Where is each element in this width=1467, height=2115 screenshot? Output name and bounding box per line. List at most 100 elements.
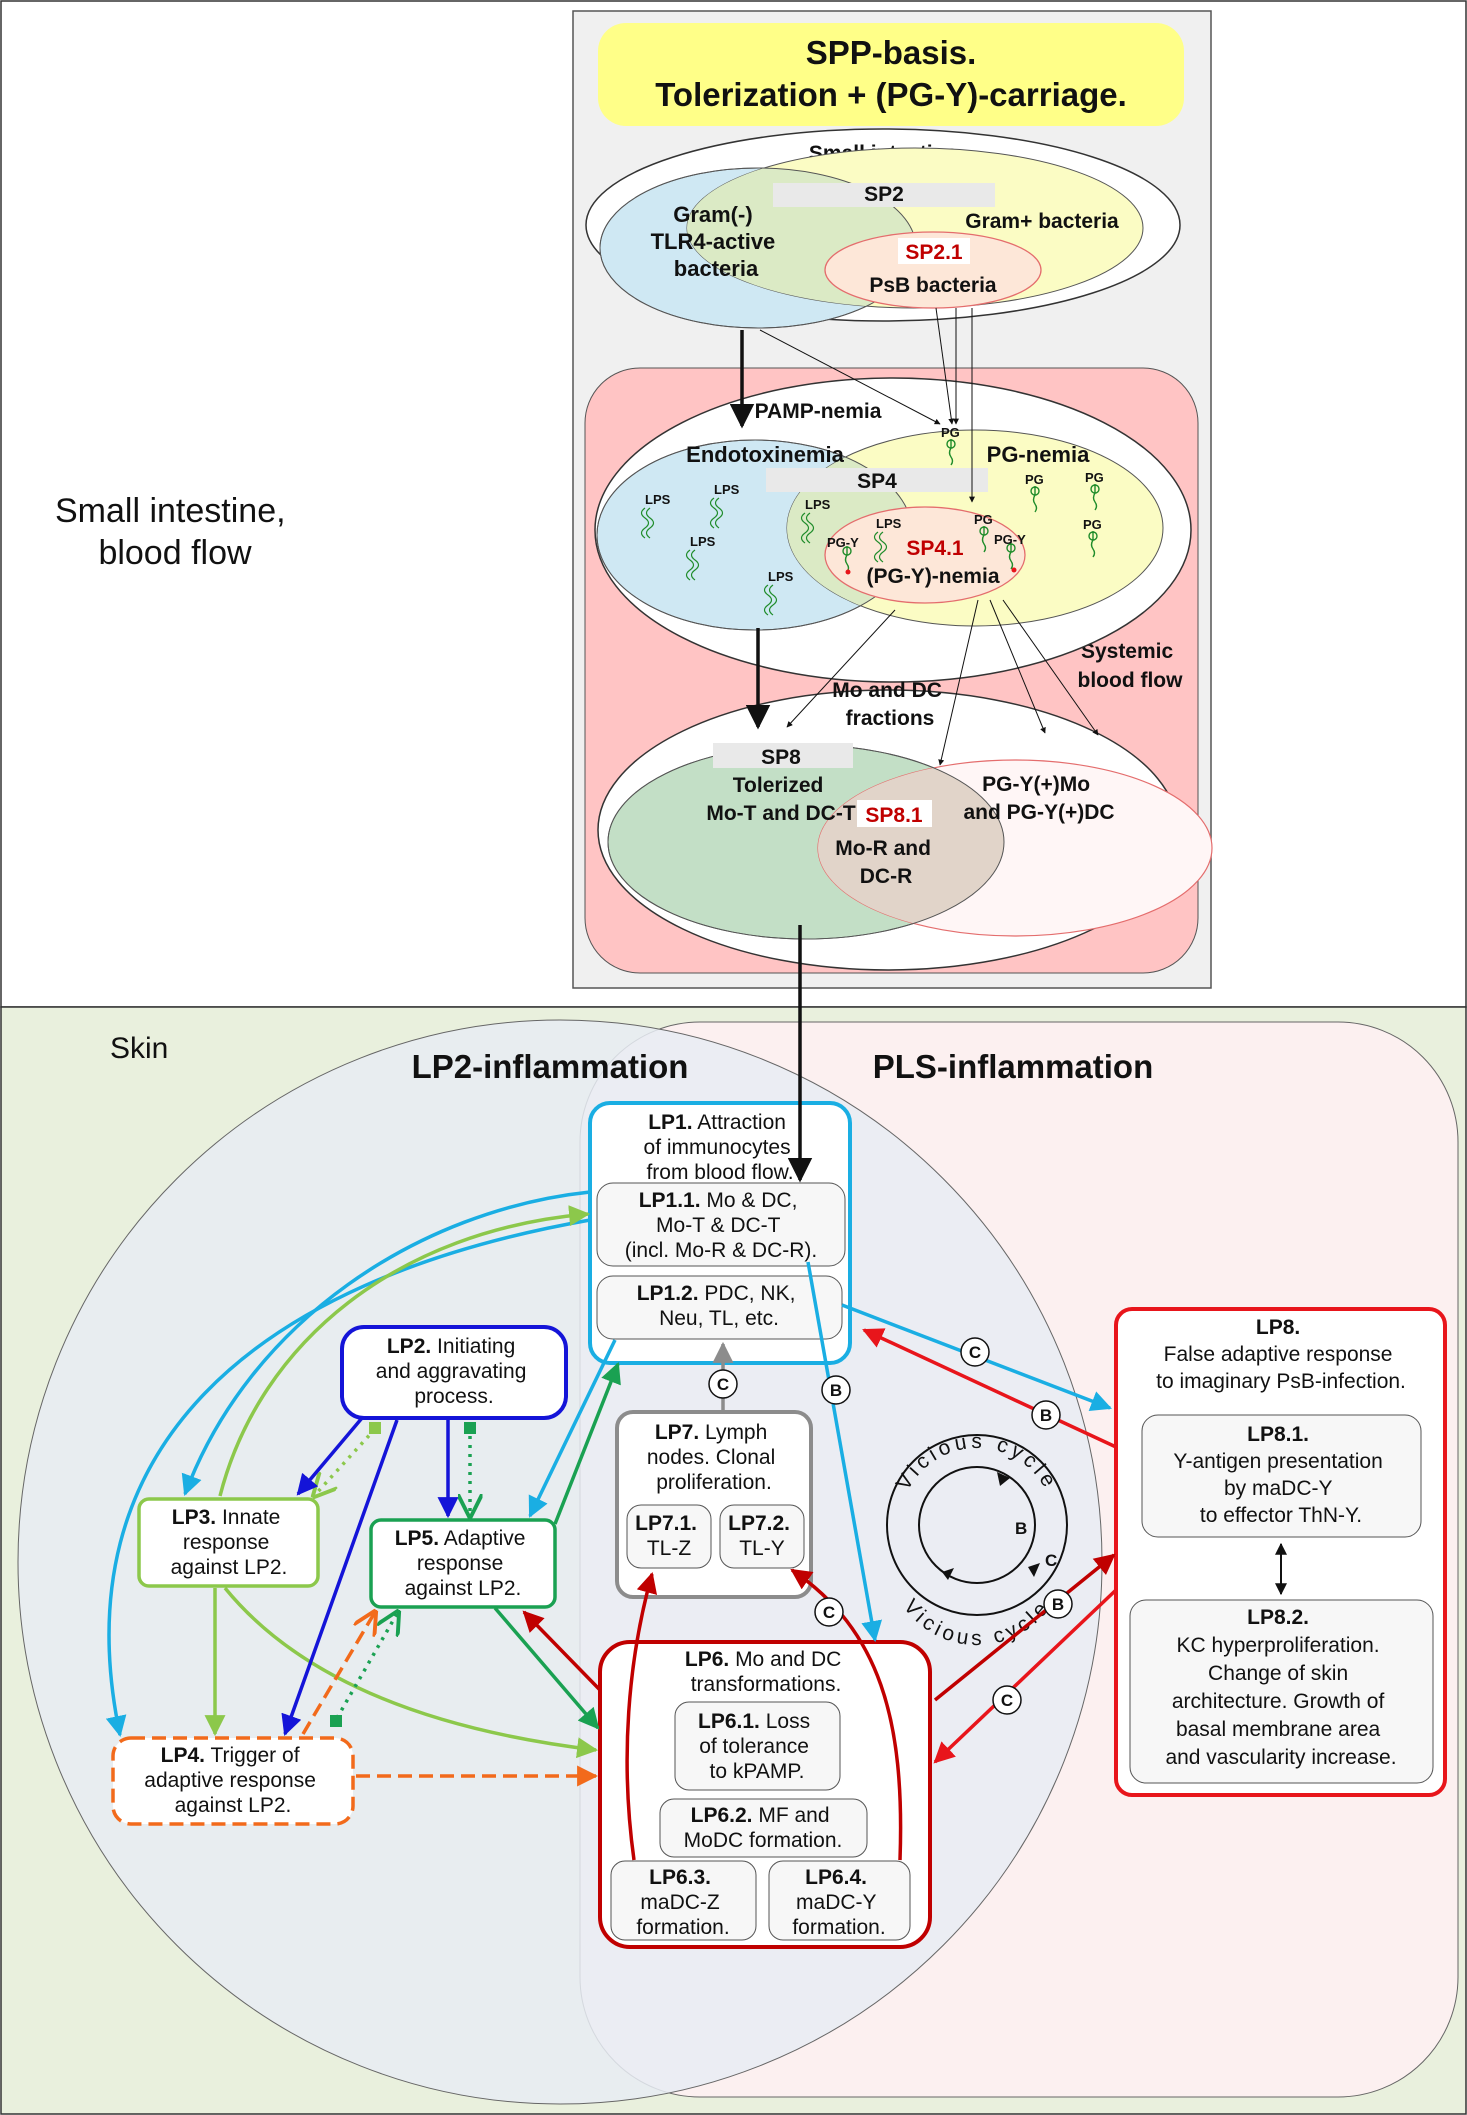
lp71-box bbox=[626, 1504, 712, 1569]
svg-text:LPS: LPS bbox=[876, 516, 902, 531]
pg-y-icon: PG-Y bbox=[994, 532, 1026, 570]
lp82-box bbox=[1129, 1599, 1434, 1784]
gram-negative-label: Gram(-) TLR4-active bacteria bbox=[651, 202, 782, 281]
systemic-blood-flow-label: Systemic blood flow bbox=[1078, 640, 1184, 692]
lps-icon: LPS bbox=[685, 534, 716, 581]
lps-icon: LPS bbox=[763, 569, 794, 616]
marker-c-lp12: C bbox=[960, 1337, 990, 1367]
vicious-cycle-arrowhead bbox=[997, 1472, 1010, 1486]
lp71-text: LP7.1. TL-Z bbox=[635, 1512, 703, 1560]
lp12-box bbox=[596, 1275, 843, 1340]
svg-text:PG-Y: PG-Y bbox=[827, 535, 859, 550]
svg-text:B: B bbox=[1040, 1406, 1052, 1425]
pg-molecule-icons: PG PG PG PG PG PG-Y PG-Y bbox=[827, 425, 1104, 575]
sp81-label: SP8.1 bbox=[865, 804, 923, 827]
arrow-lp2-to-lp3 bbox=[296, 1416, 364, 1496]
lp5-text: LP5. Adaptive response against LP2. bbox=[395, 1527, 532, 1600]
lp5-box bbox=[369, 1518, 557, 1609]
arrow-lp6-to-lp5 bbox=[522, 1610, 602, 1692]
lp82-text: LP8.2. KC hyperproliferation. Change of … bbox=[1165, 1606, 1396, 1769]
arrow-lp3-to-lp1 bbox=[218, 1205, 591, 1497]
lp1-text: LP1. Attraction of immunocytes from bloo… bbox=[644, 1111, 797, 1184]
marker-b-lp11: B bbox=[821, 1375, 851, 1405]
tolerized-label: Tolerized Mo-T and DC-T bbox=[706, 774, 855, 825]
sp81-label-bg bbox=[857, 800, 932, 827]
lp72-text: LP7.2. TL-Y bbox=[728, 1512, 796, 1560]
arrow-lp8-to-lp6 bbox=[933, 1588, 1118, 1764]
lps-icon: LPS bbox=[873, 516, 902, 563]
svg-text:LPS: LPS bbox=[805, 497, 831, 512]
lp7-text: LP7. Lymph nodes. Clonal proliferation. bbox=[647, 1421, 781, 1494]
gram-positive-label: Gram+ bacteria bbox=[965, 210, 1119, 233]
arrow-lp11-to-lp6 bbox=[806, 1261, 883, 1643]
arrow-lp1-to-lp4 bbox=[105, 1218, 591, 1738]
lps-icon: LPS bbox=[709, 482, 740, 529]
svg-text:B: B bbox=[830, 1381, 842, 1400]
svg-text:LPS: LPS bbox=[768, 569, 794, 584]
svg-text:B: B bbox=[1052, 1595, 1064, 1614]
pgy-positive-label: PG-Y(+)Mo and PG-Y(+)DC bbox=[963, 773, 1114, 824]
lp11-text: LP1.1. Mo & DC, Mo-T & DC-T (incl. Mo-R … bbox=[625, 1189, 818, 1262]
lp61-text: LP6.1. Loss of tolerance to kPAMP. bbox=[698, 1710, 816, 1783]
vicious-cycle-letter-c: C bbox=[1045, 1551, 1057, 1570]
mo-dc-fractions-title: Mo and DC fractions bbox=[832, 679, 948, 730]
lp63-box bbox=[610, 1860, 757, 1941]
lp2-inflammation-title: LP2-inflammation bbox=[412, 1048, 689, 1085]
pls-inflammation-title: PLS-inflammation bbox=[873, 1048, 1154, 1085]
vicious-cycle-inner-ring bbox=[918, 1466, 1036, 1584]
marker-c-lp64: C bbox=[814, 1597, 844, 1627]
spp-title-line-1: SPP-basis. bbox=[806, 34, 977, 71]
arrow-gram-to-pg-2 bbox=[935, 307, 955, 425]
lp72-box bbox=[719, 1504, 805, 1569]
lp2-text: LP2. Initiating and aggravating process. bbox=[376, 1335, 532, 1408]
lp81-box bbox=[1141, 1414, 1422, 1538]
lp2-box bbox=[340, 1325, 568, 1420]
svg-text:PG-Y: PG-Y bbox=[994, 532, 1026, 547]
lp8-text: LP8. False adaptive response to imaginar… bbox=[1156, 1316, 1406, 1393]
lps-icon: LPS bbox=[800, 497, 831, 544]
marker-b-lp8: B bbox=[1031, 1400, 1061, 1430]
lps-molecule-icons: LPS LPS LPS LPS LPS LPS bbox=[640, 482, 902, 616]
svg-text:C: C bbox=[823, 1603, 835, 1622]
sp8-label-bg bbox=[713, 743, 853, 768]
lp62-text: LP6.2. MF and MoDC formation. bbox=[684, 1804, 843, 1852]
svg-text:PG: PG bbox=[1025, 472, 1044, 487]
marker-c-lp8-lp6: C bbox=[992, 1685, 1022, 1715]
lp3-box bbox=[137, 1497, 320, 1588]
svg-text:C: C bbox=[1001, 1691, 1013, 1710]
mo-r-dc-r-label: Mo-R and DC-R bbox=[835, 837, 937, 888]
marker-b-lp6: B bbox=[1043, 1589, 1073, 1619]
arrow-lp4-to-lp5 bbox=[301, 1612, 375, 1735]
inhibition-square-lp3 bbox=[369, 1422, 381, 1434]
pg-icon: PG bbox=[1025, 472, 1044, 513]
lp63-text: LP6.3. maDC-Z formation. bbox=[636, 1866, 729, 1939]
sp2-label: SP2 bbox=[864, 183, 904, 206]
svg-text:C: C bbox=[969, 1343, 981, 1362]
arrow-lp2-to-lp3-dotted bbox=[314, 1427, 377, 1496]
svg-text:C: C bbox=[717, 1375, 729, 1394]
pg-y-red-dot bbox=[1011, 567, 1017, 573]
lp11-box bbox=[596, 1182, 846, 1267]
svg-text:LPS: LPS bbox=[645, 492, 671, 507]
lp4-box bbox=[111, 1736, 355, 1826]
lp64-text: LP6.4. maDC-Y formation. bbox=[792, 1866, 885, 1939]
inhibition-square-lp5 bbox=[464, 1422, 476, 1434]
arrow-lp64-to-lp72 bbox=[790, 1568, 903, 1861]
skin-arrows bbox=[105, 925, 1118, 1861]
spp-title-line-2: Tolerization + (PG-Y)-carriage. bbox=[655, 76, 1127, 113]
svg-text:PG: PG bbox=[941, 425, 960, 440]
arrow-pgy-to-pgypos-2 bbox=[1002, 599, 1099, 736]
arrow-lp1-to-lp5 bbox=[528, 1339, 617, 1518]
arrow-gram-to-pg bbox=[759, 329, 941, 425]
psb-ellipse bbox=[824, 231, 1042, 309]
lp61-box bbox=[674, 1701, 841, 1791]
svg-text:PG: PG bbox=[1083, 517, 1102, 532]
pg-nemia-label: PG-nemia bbox=[987, 442, 1090, 467]
vicious-cycle-arrowhead bbox=[942, 1568, 954, 1580]
sp41-label: SP4.1 bbox=[906, 537, 964, 560]
pg-y-icon: PG-Y bbox=[827, 535, 859, 573]
vicious-cycle-arrowhead bbox=[1028, 1563, 1040, 1577]
top-arrows bbox=[729, 307, 1099, 766]
mo-r-overlap bbox=[818, 760, 1004, 936]
